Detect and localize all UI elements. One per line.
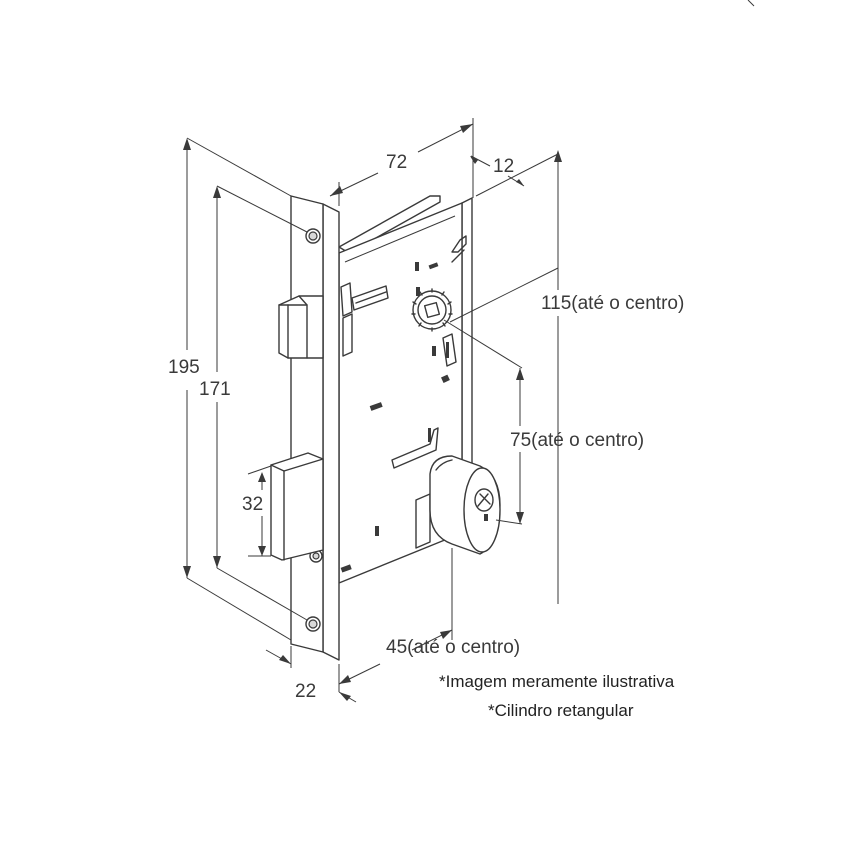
dim-195-label: 195 <box>168 357 200 378</box>
dim-72-label: 72 <box>386 152 407 173</box>
note-illustrative: *Imagem meramente ilustrativa <box>439 672 675 691</box>
notes: *Imagem meramente ilustrativa *Cilindro … <box>439 672 675 720</box>
dim-12-label: 12 <box>493 156 514 177</box>
latch-bolt <box>278 295 324 359</box>
dimension-labels: 195 171 32 72 12 115(até o centro) 75(at… <box>168 152 684 702</box>
dim-45-label: 45(até o centro) <box>386 637 520 658</box>
dim-115-label: 115(até o centro) <box>541 293 684 314</box>
follower-gear <box>411 288 453 332</box>
dimension-lines <box>183 0 755 703</box>
dim-171-label: 171 <box>199 379 231 400</box>
deadbolt <box>270 452 324 561</box>
note-cylinder: *Cilindro retangular <box>488 701 634 720</box>
faceplate <box>290 195 340 661</box>
cylinder <box>415 455 501 555</box>
mechanism <box>340 235 467 573</box>
dim-75-label: 75(até o centro) <box>510 430 644 451</box>
dim-32-label: 32 <box>242 494 263 515</box>
dim-22-label: 22 <box>295 681 316 702</box>
